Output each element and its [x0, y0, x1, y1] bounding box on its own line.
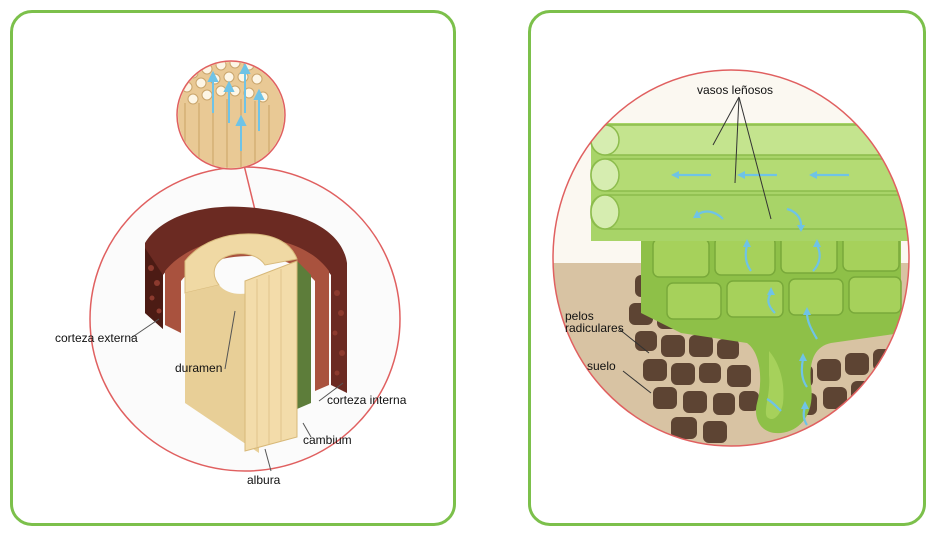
label-radiculares: radiculares — [565, 321, 624, 335]
label-albura: albura — [247, 473, 280, 487]
xylem-cell-tubes — [173, 53, 293, 183]
xylem-vessel-ends — [591, 125, 619, 229]
label-duramen: duramen — [175, 361, 222, 375]
label-corteza-externa: corteza externa — [55, 331, 138, 345]
cambium-shape — [297, 261, 311, 409]
label-cambium: cambium — [303, 433, 352, 447]
sapwood-slab — [245, 261, 297, 451]
trunk-panel: corteza externa duramen corteza interna … — [10, 10, 456, 526]
root-panel: vasos leñosos pelos radiculares suelo — [528, 10, 926, 526]
label-suelo: suelo — [587, 359, 616, 373]
label-corteza-interna: corteza interna — [327, 393, 406, 407]
label-vasos-lenosos: vasos leñosos — [697, 83, 773, 97]
trunk-illustration — [13, 13, 459, 529]
